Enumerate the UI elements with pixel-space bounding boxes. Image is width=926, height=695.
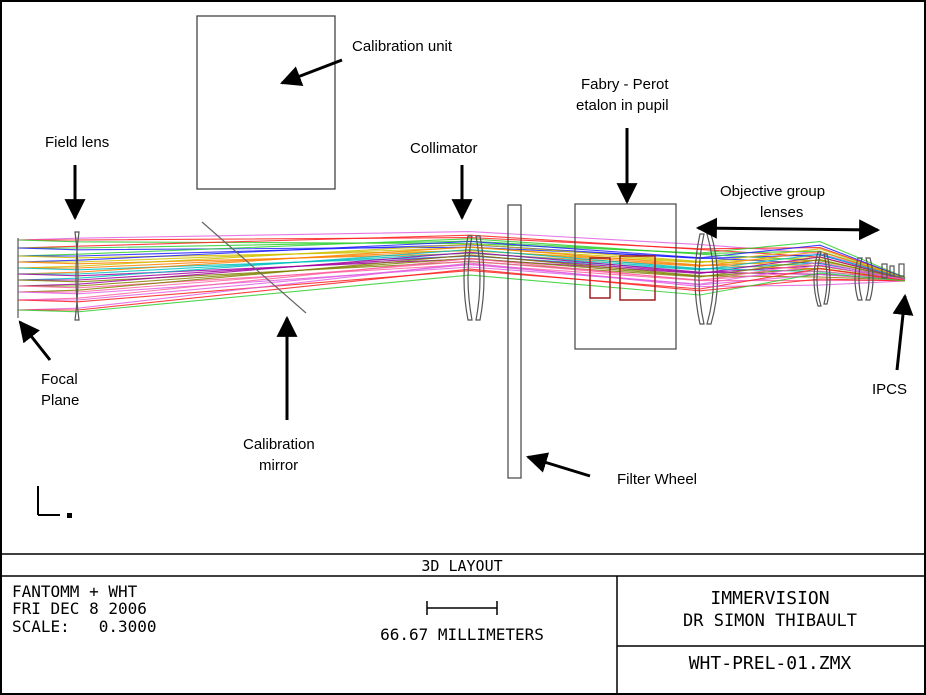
arrow-ipcs	[892, 293, 914, 371]
label-calibration-mirror-2: mirror	[259, 457, 298, 474]
ray-24	[17, 254, 906, 293]
company-name: IMMERVISION	[710, 588, 829, 609]
label-objective-group-2: lenses	[760, 204, 803, 221]
ray-23	[17, 261, 906, 289]
arrow-objective-group	[695, 217, 881, 241]
label-collimator: Collimator	[410, 140, 478, 157]
filter-wheel	[507, 204, 522, 479]
ray-27	[17, 258, 906, 301]
label-focal-plane-1: Focal	[41, 371, 78, 388]
title-line-1: FANTOMM + WHT	[12, 582, 138, 601]
label-filter-wheel: Filter Wheel	[617, 471, 697, 488]
ray-31	[18, 268, 906, 311]
ray-11	[17, 250, 906, 280]
author-name: DR SIMON THIBAULT	[683, 611, 857, 631]
ray-30	[17, 262, 906, 311]
calibration-mirror	[201, 221, 307, 314]
label-calibration-unit: Calibration unit	[352, 38, 453, 55]
layout-title: 3D LAYOUT	[421, 557, 502, 575]
ray-2	[17, 239, 906, 278]
label-fabry-perot-2: etalon in pupil	[576, 97, 669, 114]
ray-14	[17, 253, 906, 280]
title-block	[0, 553, 926, 695]
arrow-filter-wheel	[525, 452, 591, 478]
calibration-unit-box	[196, 15, 336, 190]
ray-17	[17, 256, 906, 280]
label-field-lens: Field lens	[45, 134, 109, 151]
field-lens	[74, 231, 80, 321]
ray-bundle	[17, 231, 906, 313]
label-fabry-perot-1: Fabry - Perot	[581, 76, 669, 93]
objective-group-lenses	[694, 233, 905, 325]
title-line-2: FRI DEC 8 2006	[12, 599, 147, 618]
label-focal-plane-2: Plane	[41, 392, 79, 409]
ray-26	[17, 264, 906, 295]
etalon-plate-2	[619, 255, 656, 301]
file-name: WHT-PREL-01.ZMX	[689, 653, 852, 674]
label-ipcs: IPCS	[872, 381, 907, 398]
axis-glyph	[37, 486, 72, 518]
ray-1	[18, 237, 906, 278]
title-line-3: SCALE: 0.3000	[12, 617, 157, 636]
ray-32	[17, 272, 906, 313]
scale-bar-label: 66.67 MILLIMETERS	[380, 625, 544, 644]
ray-8	[17, 248, 906, 279]
arrow-calibration-unit	[280, 58, 343, 87]
ray-0	[17, 231, 906, 278]
label-calibration-mirror-1: Calibration	[243, 436, 315, 453]
etalon-plate-1	[589, 257, 611, 299]
collimator-lenses	[463, 235, 485, 321]
label-objective-group-1: Objective group	[720, 183, 825, 200]
scale-bar	[426, 601, 498, 615]
ray-25	[18, 260, 906, 293]
arrow-focal-plane	[18, 320, 52, 361]
